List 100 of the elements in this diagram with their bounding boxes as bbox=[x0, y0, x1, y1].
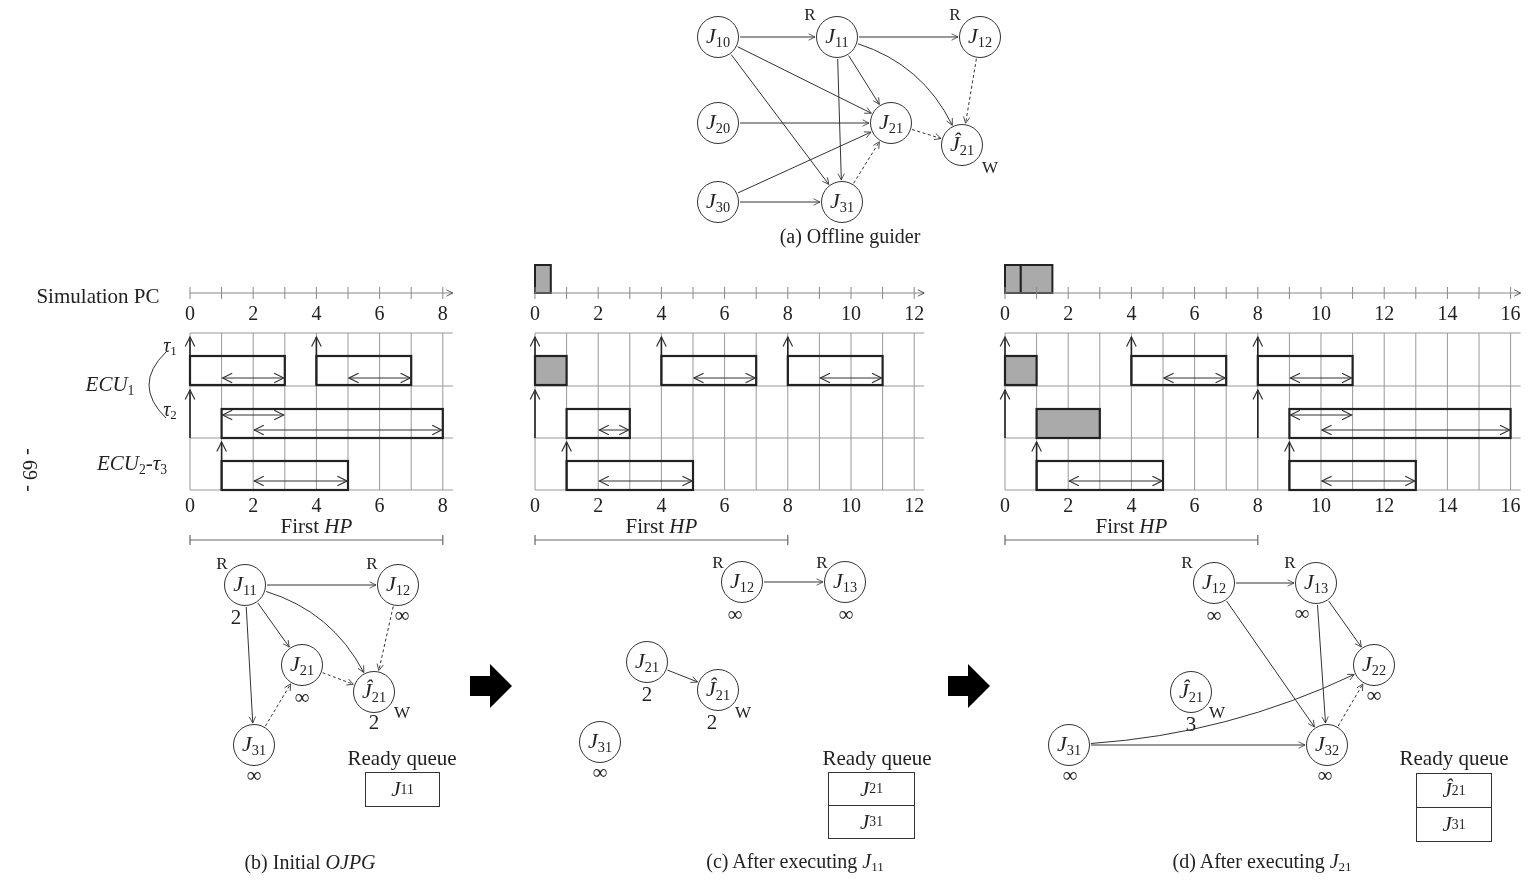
job-circle bbox=[816, 16, 858, 58]
tick-label: 4 bbox=[656, 495, 667, 515]
tick-label: 4 bbox=[1126, 303, 1137, 323]
job-label: Ĵ$_{21}$ bbox=[1178, 680, 1204, 704]
job-label: J$_{21}$ bbox=[878, 111, 904, 135]
caption: (d) After executing J$_{21}$ bbox=[1172, 850, 1352, 874]
job-label: J$_{31}$ bbox=[829, 190, 855, 214]
job-label: J$_{22}$ bbox=[1361, 653, 1387, 677]
job-label: J$_{30}$ bbox=[705, 190, 731, 214]
node-annotation: ∞ bbox=[1366, 684, 1382, 706]
row-label: τ$_{1}$ bbox=[163, 334, 177, 358]
arrow bbox=[1328, 600, 1362, 648]
job-circle bbox=[233, 724, 275, 766]
node-annotation: R bbox=[1284, 553, 1296, 571]
job-circle bbox=[579, 721, 621, 763]
job-circle bbox=[870, 102, 912, 144]
job-label: J$_{10}$ bbox=[705, 25, 731, 49]
axis-title: Simulation PC bbox=[36, 285, 160, 307]
node-annotation: ∞ bbox=[1294, 602, 1310, 624]
row-label: τ$_{2}$ bbox=[163, 398, 177, 422]
arrow bbox=[911, 129, 942, 141]
tick-label: 0 bbox=[530, 495, 540, 515]
tick-label: 12 bbox=[904, 303, 925, 323]
arrow bbox=[857, 43, 953, 126]
job-circle bbox=[626, 641, 668, 683]
job-label: J$_{21}$ bbox=[289, 653, 315, 677]
tick-label: 6 bbox=[374, 495, 385, 515]
job-label: J$_{12}$ bbox=[1201, 571, 1227, 595]
tick-label: 6 bbox=[719, 495, 730, 515]
arrow bbox=[264, 683, 292, 727]
arrow bbox=[265, 590, 365, 673]
axis-title: First HP bbox=[1095, 515, 1168, 537]
tick-label: 0 bbox=[185, 303, 195, 323]
tick-label: 2 bbox=[1063, 303, 1074, 323]
job-label: J$_{11}$ bbox=[233, 573, 257, 597]
job-circle bbox=[1193, 562, 1235, 604]
queue-heading: Ready queue bbox=[347, 747, 457, 769]
tick-label: 10 bbox=[1311, 303, 1331, 323]
arrow bbox=[1090, 673, 1355, 744]
job-circle bbox=[959, 16, 1001, 58]
arrow bbox=[1337, 683, 1364, 727]
arrow bbox=[737, 131, 872, 194]
job-circle bbox=[353, 671, 395, 713]
node-annotation: ∞ bbox=[1206, 604, 1222, 626]
job-circle bbox=[941, 124, 983, 166]
node-annotation: R bbox=[366, 554, 378, 572]
node-annotation: R bbox=[712, 553, 724, 571]
tick-label: 4 bbox=[1126, 495, 1137, 515]
tick-label: 6 bbox=[374, 303, 385, 323]
tick-label: 8 bbox=[782, 495, 793, 515]
job-circle bbox=[1048, 724, 1090, 766]
caption: (c) After executing J$_{11}$ bbox=[706, 850, 884, 874]
axis-title: First HP bbox=[280, 515, 353, 537]
job-circle bbox=[697, 102, 739, 144]
node-annotation: ∞ bbox=[246, 764, 262, 786]
tick-label: 8 bbox=[437, 495, 448, 515]
job-circle bbox=[1353, 644, 1395, 686]
node-annotation: W bbox=[735, 703, 751, 721]
node-annotation: ∞ bbox=[592, 761, 608, 783]
node-annotation: 2 bbox=[706, 711, 718, 733]
job-circle bbox=[821, 181, 863, 223]
page-number: - 69 - bbox=[20, 448, 40, 492]
tick-label: 12 bbox=[1374, 303, 1395, 323]
arrow bbox=[1317, 604, 1329, 724]
node-annotation: ∞ bbox=[727, 603, 743, 625]
node-annotation: 2 bbox=[641, 683, 653, 705]
job-circle bbox=[697, 16, 739, 58]
tick-label: 4 bbox=[311, 495, 322, 515]
job-label: J$_{32}$ bbox=[1314, 733, 1340, 757]
arrow bbox=[853, 141, 880, 184]
tick-label: 2 bbox=[248, 495, 259, 515]
node-annotation: ∞ bbox=[294, 686, 310, 708]
job-label: J$_{31}$ bbox=[241, 733, 267, 757]
tick-label: 12 bbox=[904, 495, 925, 515]
axis-title: First HP bbox=[625, 515, 698, 537]
row-label: ECU$_{1}$ bbox=[85, 374, 135, 398]
arrow bbox=[737, 46, 872, 114]
tick-label: 10 bbox=[1311, 495, 1331, 515]
job-label: J$_{21}$ bbox=[634, 650, 660, 674]
tick-label: 2 bbox=[593, 303, 604, 323]
node-annotation: R bbox=[216, 554, 228, 572]
node-annotation: R bbox=[949, 5, 961, 23]
tick-label: 10 bbox=[841, 303, 861, 323]
arrow bbox=[666, 669, 699, 683]
tick-label: 6 bbox=[1189, 303, 1200, 323]
tick-label: 14 bbox=[1437, 303, 1458, 323]
queue-heading: Ready queue bbox=[822, 747, 932, 769]
tick-label: 12 bbox=[1374, 495, 1395, 515]
node-annotation: 2 bbox=[368, 711, 380, 733]
tick-label: 0 bbox=[185, 495, 195, 515]
caption: (a) Offline guider bbox=[779, 226, 921, 246]
arrow bbox=[245, 606, 256, 724]
node-annotation: W bbox=[982, 158, 998, 176]
node-annotation: 3 bbox=[1185, 713, 1197, 735]
tick-label: 0 bbox=[530, 303, 540, 323]
job-label: J$_{13}$ bbox=[832, 570, 858, 594]
job-circle bbox=[281, 644, 323, 686]
node-annotation: 2 bbox=[230, 606, 242, 628]
arrow bbox=[257, 602, 290, 648]
job-label: Ĵ$_{21}$ bbox=[361, 680, 387, 704]
